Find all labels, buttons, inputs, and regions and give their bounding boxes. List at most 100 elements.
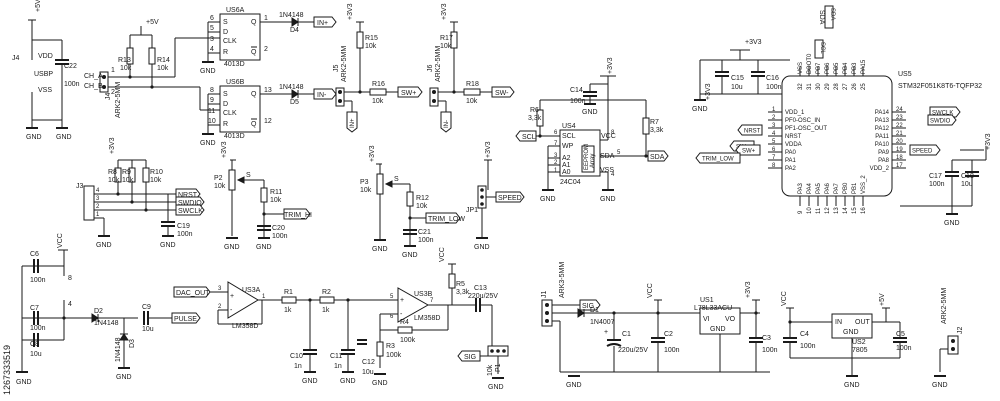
- c15-label: C15: [731, 75, 744, 82]
- us3b-plus: +: [400, 297, 404, 304]
- us4-scl: SCL: [562, 133, 576, 140]
- us6b-pin12: 12: [264, 118, 272, 125]
- mcu-left-num: 3: [772, 123, 776, 129]
- power-label: VCC: [647, 283, 654, 298]
- mcu-top-num: 32: [798, 83, 804, 90]
- j3-connector[interactable]: [83, 185, 95, 221]
- j5-name: J5: [333, 65, 340, 73]
- us6b-pin13: 13: [264, 87, 272, 94]
- mcu-left-pin: PA1: [785, 158, 797, 164]
- speed-jumper-block: +3V3 SPEED JP1 GND: [466, 141, 525, 251]
- gnd-label: GND: [540, 196, 556, 203]
- us2-part: 7805: [852, 347, 868, 354]
- c10-label: C10: [290, 353, 303, 360]
- r16-label: R16: [372, 81, 385, 88]
- d5-label: D5: [290, 99, 299, 106]
- r2-label: R2: [322, 289, 331, 296]
- us6a-pin4: 4: [210, 46, 214, 53]
- sig-port: [457, 350, 481, 362]
- us3a-pin3: 3: [218, 286, 222, 292]
- j4-chb: CH_B: [84, 83, 103, 90]
- r13-label: R13: [118, 57, 131, 64]
- mcu-right-num: 24: [896, 107, 903, 113]
- c1-label: C1: [622, 331, 631, 338]
- us1-name: US1: [700, 297, 714, 304]
- j3-name: J3: [76, 183, 84, 190]
- j6-connector[interactable]: [429, 87, 439, 107]
- j6-name: J6: [427, 65, 434, 73]
- pin4: 4: [68, 301, 72, 308]
- mcu-nrst-text: NRST: [744, 129, 761, 135]
- j2-connector[interactable]: [947, 335, 959, 355]
- swclk-text: SWCLK: [178, 208, 203, 215]
- in-plus-port-2: [346, 111, 358, 133]
- us6b-d: D: [223, 101, 228, 108]
- c16-label: C16: [766, 75, 779, 82]
- c21-label: C21: [418, 229, 431, 236]
- c17-label: C17: [929, 173, 942, 180]
- c2-value: 100n: [664, 347, 680, 354]
- mcu-right-num: 20: [896, 139, 903, 145]
- gnd-label: GND: [302, 378, 318, 385]
- output-stage-block: VCC C6 100n 8 C7 100n C8 10u 4 GND D2 1N…: [16, 233, 201, 386]
- us3b-body: [397, 287, 430, 323]
- us6a-pin1: 1: [264, 15, 268, 22]
- in-plus-port: [313, 16, 337, 28]
- j1-name: J1: [541, 291, 548, 299]
- sw-minus-text: SW-: [495, 90, 509, 97]
- trim-hi-text: TRIM_HI: [284, 212, 312, 219]
- us6a-d: D: [223, 29, 228, 36]
- us6b-s: S: [223, 91, 228, 98]
- mcu-left-pin: VDD_1: [785, 110, 805, 116]
- us6b-pin11: 11: [208, 108, 215, 115]
- us4-a0: A0: [562, 169, 571, 176]
- sda-port: [647, 150, 669, 162]
- r12-label: R12: [416, 195, 429, 202]
- p2-label: P2: [214, 175, 223, 182]
- c9-label: C9: [142, 304, 151, 311]
- c22-label: C22: [64, 63, 77, 70]
- r4-label: R4: [400, 319, 409, 326]
- r14-label: R14: [157, 57, 170, 64]
- jp1-label: JP1: [466, 207, 478, 214]
- j5-part: ARK2-5MM: [341, 46, 348, 82]
- j4-connector[interactable]: [99, 71, 109, 93]
- r2-value: 1k: [322, 307, 330, 314]
- c17-value: 100n: [929, 181, 945, 188]
- power-label: +3V3: [607, 57, 614, 74]
- power-label: +3V3: [441, 3, 448, 20]
- us4-pin3: 3: [554, 153, 558, 159]
- usb-name: J4: [12, 55, 20, 62]
- opamp-block: DAC_OUT + - US3A LM358D 3 2 1 R1 1k R2 1…: [173, 247, 509, 391]
- in-plus-text: IN+: [317, 20, 328, 27]
- us3b-name: US3B: [414, 291, 433, 298]
- c20-label: C20: [272, 225, 285, 232]
- us6a-q: Q: [251, 19, 257, 26]
- c12-value: 10u: [362, 369, 374, 376]
- c4-label: C4: [800, 331, 809, 338]
- power-label: +3V3: [485, 141, 492, 158]
- mcu-bot-pin: PB0: [843, 182, 849, 194]
- r17-label: R17: [440, 35, 453, 42]
- c9-value: 10u: [142, 326, 154, 333]
- gnd-label: GND: [224, 244, 240, 251]
- power-label: +5V: [35, 0, 42, 12]
- c7-value: 100n: [30, 325, 46, 332]
- c1-plus: +: [604, 329, 608, 336]
- mcu-left-num: 2: [772, 115, 776, 121]
- j5-connector[interactable]: [335, 87, 345, 107]
- mcu-left-num: 6: [772, 147, 776, 153]
- gnd-label: GND: [488, 384, 504, 391]
- mcu-right-num: 18: [896, 155, 903, 161]
- r10-value: 10k: [150, 177, 162, 184]
- mcu-bot-num: 11: [816, 207, 822, 214]
- us6a-pin5: 5: [210, 25, 214, 32]
- r11-label: R11: [270, 189, 282, 196]
- mcu-swp-port: [735, 144, 761, 156]
- mcu-bot-num: 13: [834, 207, 840, 214]
- mcu-top-pin: BOOT0: [807, 53, 813, 74]
- sda-tag-text: SDA: [818, 10, 825, 25]
- us4-pin1: 1: [554, 168, 558, 174]
- us6a-s: S: [223, 19, 228, 26]
- gnd-label: GND: [402, 252, 418, 259]
